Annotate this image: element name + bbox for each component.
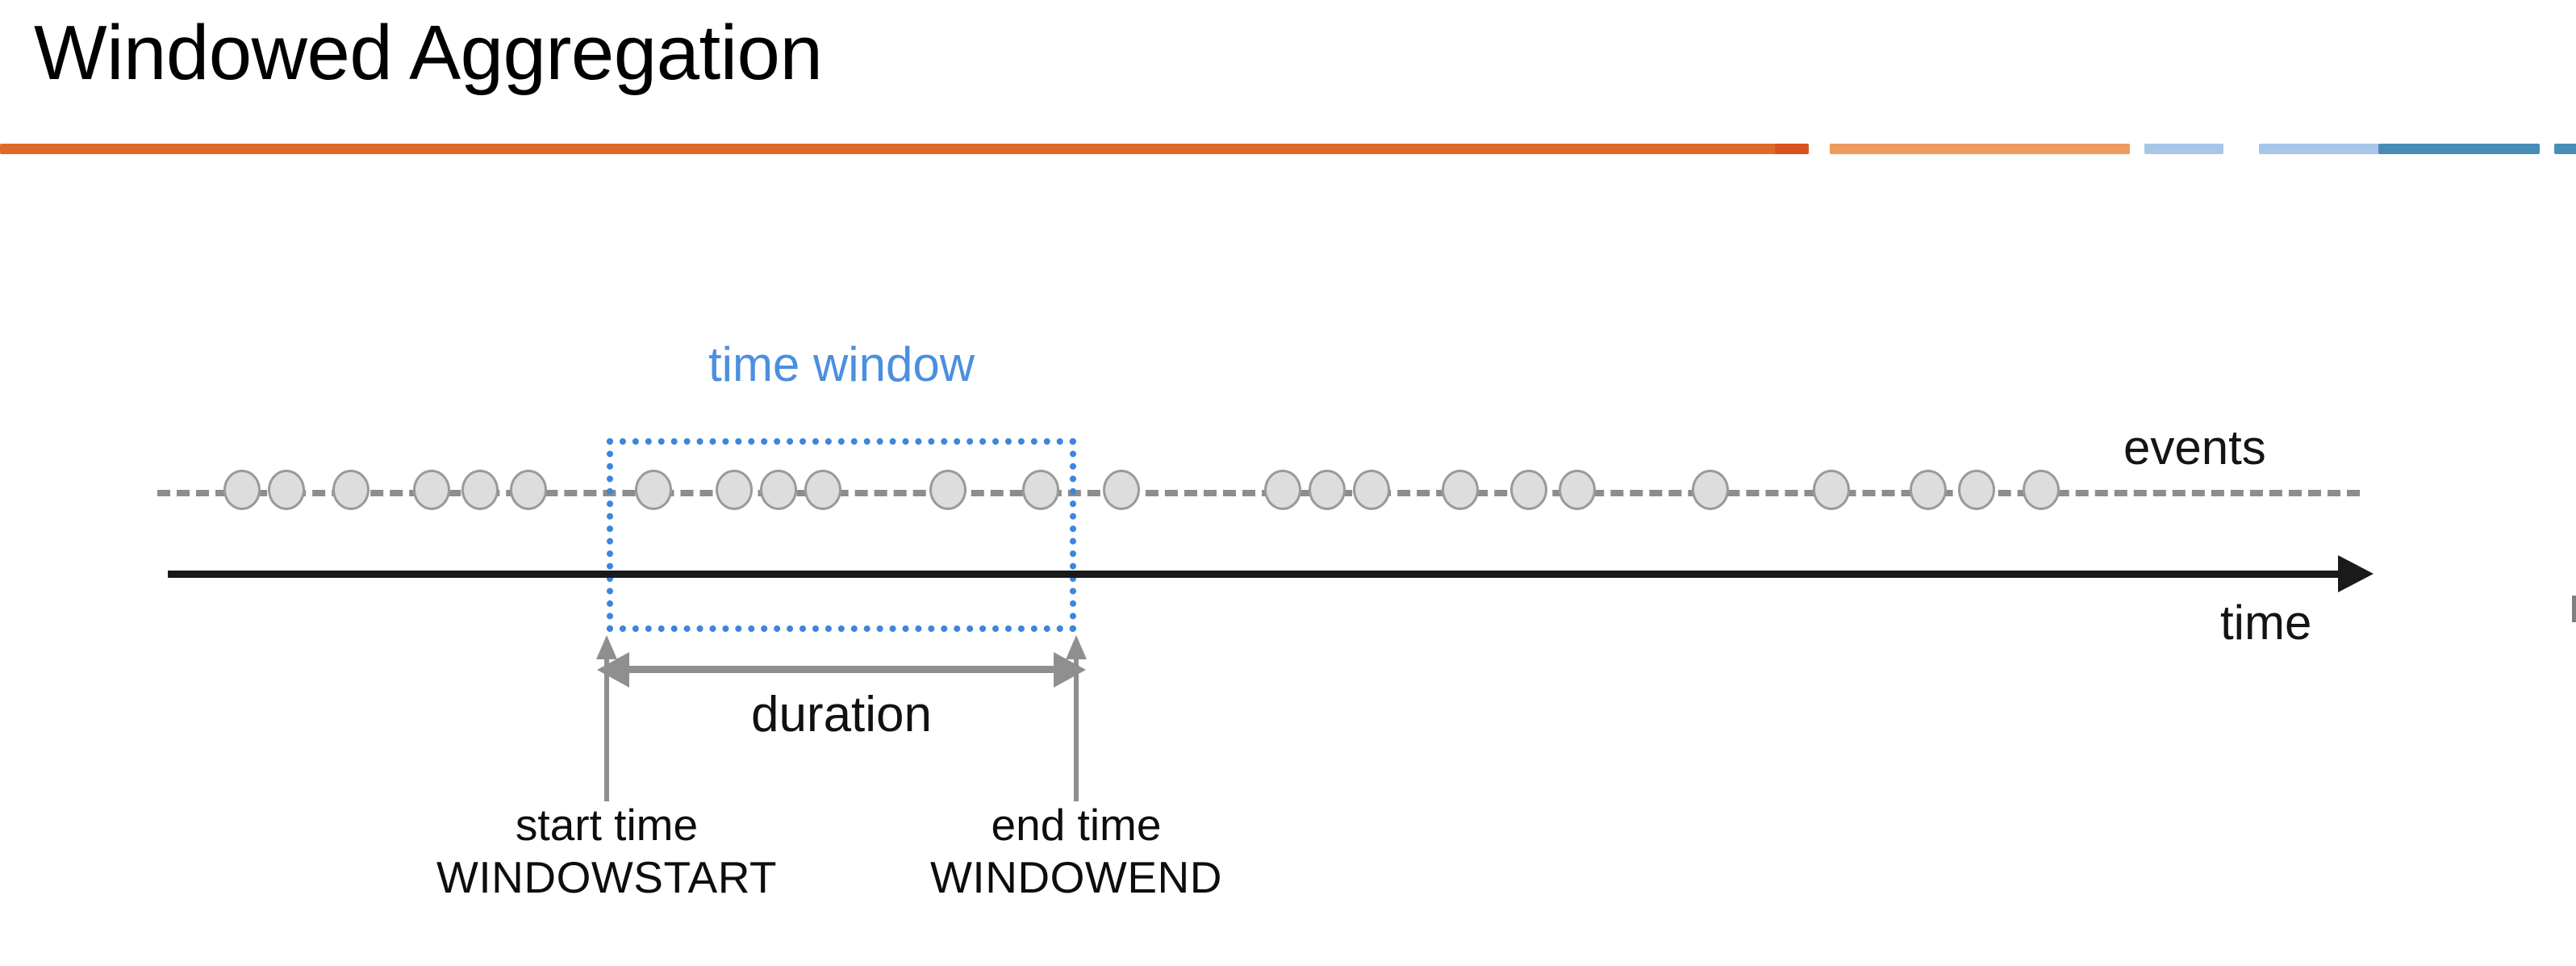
windowed-aggregation-diagram: time window events time duration start t… — [0, 157, 2576, 966]
start-time-caption-line1: start time — [515, 800, 699, 850]
event-dot — [223, 470, 261, 510]
events-axis-label: events — [2123, 420, 2266, 475]
event-dot — [1309, 470, 1346, 510]
header-accent-rule — [0, 144, 2576, 154]
event-dot — [1958, 470, 1995, 510]
time-axis-line — [168, 571, 2356, 578]
header-rule-blue-dark-dash-1 — [2378, 144, 2540, 154]
event-dot — [510, 470, 547, 510]
time-window-label: time window — [708, 337, 975, 391]
start-time-caption-line2: WINDOWSTART — [436, 851, 778, 902]
slide-header: Windowed Aggregation — [0, 0, 2576, 157]
event-dot — [1353, 470, 1390, 510]
events-dashed-baseline — [157, 490, 2360, 496]
page-title: Windowed Aggregation — [34, 10, 823, 96]
duration-label: duration — [750, 687, 933, 742]
event-dot — [1442, 470, 1479, 510]
event-dot — [635, 470, 672, 510]
event-dot — [1264, 470, 1301, 510]
start-marker-stem — [604, 658, 609, 801]
start-time-caption: start time WINDOWSTART — [365, 799, 849, 904]
end-marker-stem — [1074, 658, 1079, 801]
event-dot — [268, 470, 305, 510]
event-dot — [1022, 470, 1059, 510]
event-dot — [804, 470, 841, 510]
time-axis-label: time — [2220, 596, 2312, 650]
header-rule-orange-dark-dash — [1775, 144, 1809, 154]
header-rule-blue-light-dash-1 — [2144, 144, 2223, 154]
event-dot — [2023, 470, 2060, 510]
event-dot — [1559, 470, 1596, 510]
end-time-caption-line1: end time — [991, 800, 1162, 850]
event-dot — [929, 470, 967, 510]
event-dot — [760, 470, 797, 510]
event-dot — [461, 470, 499, 510]
event-dot — [1510, 470, 1547, 510]
duration-arrowhead-left-icon — [597, 652, 629, 688]
event-dot — [413, 470, 450, 510]
event-dot — [716, 470, 753, 510]
end-time-caption: end time WINDOWEND — [834, 799, 1318, 904]
header-rule-orange-light-dash — [1830, 144, 2130, 154]
time-axis-arrowhead-icon — [2338, 555, 2374, 592]
event-dot — [1103, 470, 1140, 510]
event-dot — [1813, 470, 1850, 510]
header-rule-primary-bar — [0, 144, 1807, 154]
duration-arrowhead-right-icon — [1054, 652, 1086, 688]
event-dot — [1910, 470, 1947, 510]
time-window-box — [607, 438, 1076, 632]
right-edge-artifact — [2572, 596, 2576, 622]
end-time-caption-line2: WINDOWEND — [930, 851, 1222, 902]
event-dot — [1692, 470, 1729, 510]
duration-arrow-shaft — [625, 666, 1058, 673]
header-rule-blue-dark-dash-2 — [2554, 144, 2576, 154]
event-dot — [332, 470, 369, 510]
